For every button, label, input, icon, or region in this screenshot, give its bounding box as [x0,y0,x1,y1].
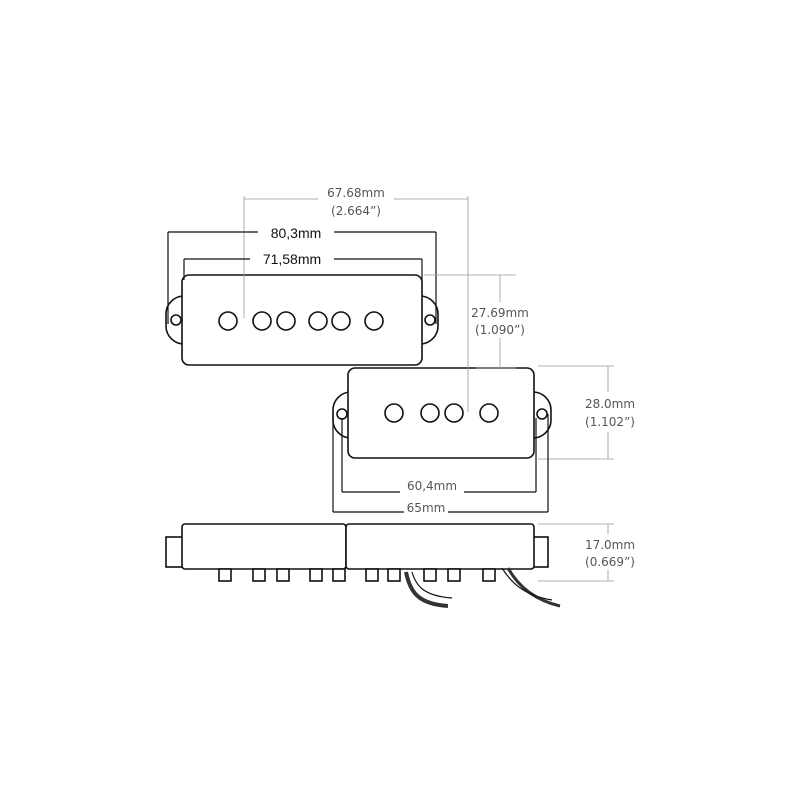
side-pole-r3 [447,568,461,582]
side-pole-l4 [309,568,323,582]
dimension-offset: 27.69mm (1.090”) [424,274,529,369]
bottom-pickup-screw-hole-left [336,408,348,420]
offset-inch-label: (1.090”) [475,323,525,337]
bottom-pickup-pole-4 [479,403,499,423]
bottom-pickup [332,367,552,459]
side-pole-l1 [218,568,232,582]
dimension-body-width-top: 71,58mm [183,251,423,280]
wire-light-1 [411,571,453,599]
top-pickup-body [181,274,423,366]
side-pole-r1 [387,568,401,582]
thickness-inch-label: (0.669”) [585,555,635,569]
dimension-outer-width-top: 80,3mm [167,225,437,324]
side-pole-l3 [276,568,290,582]
side-pole-l6 [365,568,379,582]
side-view [165,523,561,608]
wire-dark [404,571,449,608]
side-pole-l2 [252,568,266,582]
top-pickup-pole-2 [252,311,272,331]
inner-width-bottom-label: 60,4mm [407,479,457,493]
dimension-outer-width-bottom: 65mm [332,414,549,515]
side-pole-l5 [332,568,346,582]
body-height-inch-label: (1.102”) [585,415,635,429]
bottom-pickup-screw-hole-right [536,408,548,420]
bottom-pickup-pole-3 [444,403,464,423]
top-pickup-pole-5 [331,311,351,331]
top-pickup-screw-hole-right [424,314,436,326]
dimension-body-height: 28.0mm (1.102”) [538,365,635,460]
top-pickup [165,274,439,366]
bottom-pickup-body [347,367,535,459]
dimension-thickness: 17.0mm (0.669”) [538,523,635,582]
outer-width-bottom-label: 65mm [407,501,446,515]
offset-mm-label: 27.69mm [471,306,529,320]
dimension-inner-width-bottom: 60,4mm [341,418,537,493]
thickness-mm-label: 17.0mm [585,538,635,552]
side-view-cover-left [181,523,347,570]
top-pickup-pole-3 [276,311,296,331]
top-pickup-screw-hole-left [170,314,182,326]
side-view-cover-right [345,523,535,570]
wire-light-3 [501,567,553,601]
side-pole-r4 [482,568,496,582]
body-height-mm-label: 28.0mm [585,397,635,411]
bottom-pickup-pole-1 [384,403,404,423]
pole-spacing-inch-label: (2.664”) [331,204,381,218]
top-pickup-pole-4 [308,311,328,331]
wire-light-2 [506,567,561,608]
top-pickup-pole-1 [218,311,238,331]
side-pole-r2 [423,568,437,582]
outer-width-top-label: 80,3mm [271,225,322,241]
pole-spacing-mm-label: 67.68mm [327,186,385,200]
body-width-top-label: 71,58mm [263,251,321,267]
top-pickup-pole-6 [364,311,384,331]
bottom-pickup-pole-2 [420,403,440,423]
dimension-pole-spacing: 67.68mm (2.664”) [243,184,469,412]
